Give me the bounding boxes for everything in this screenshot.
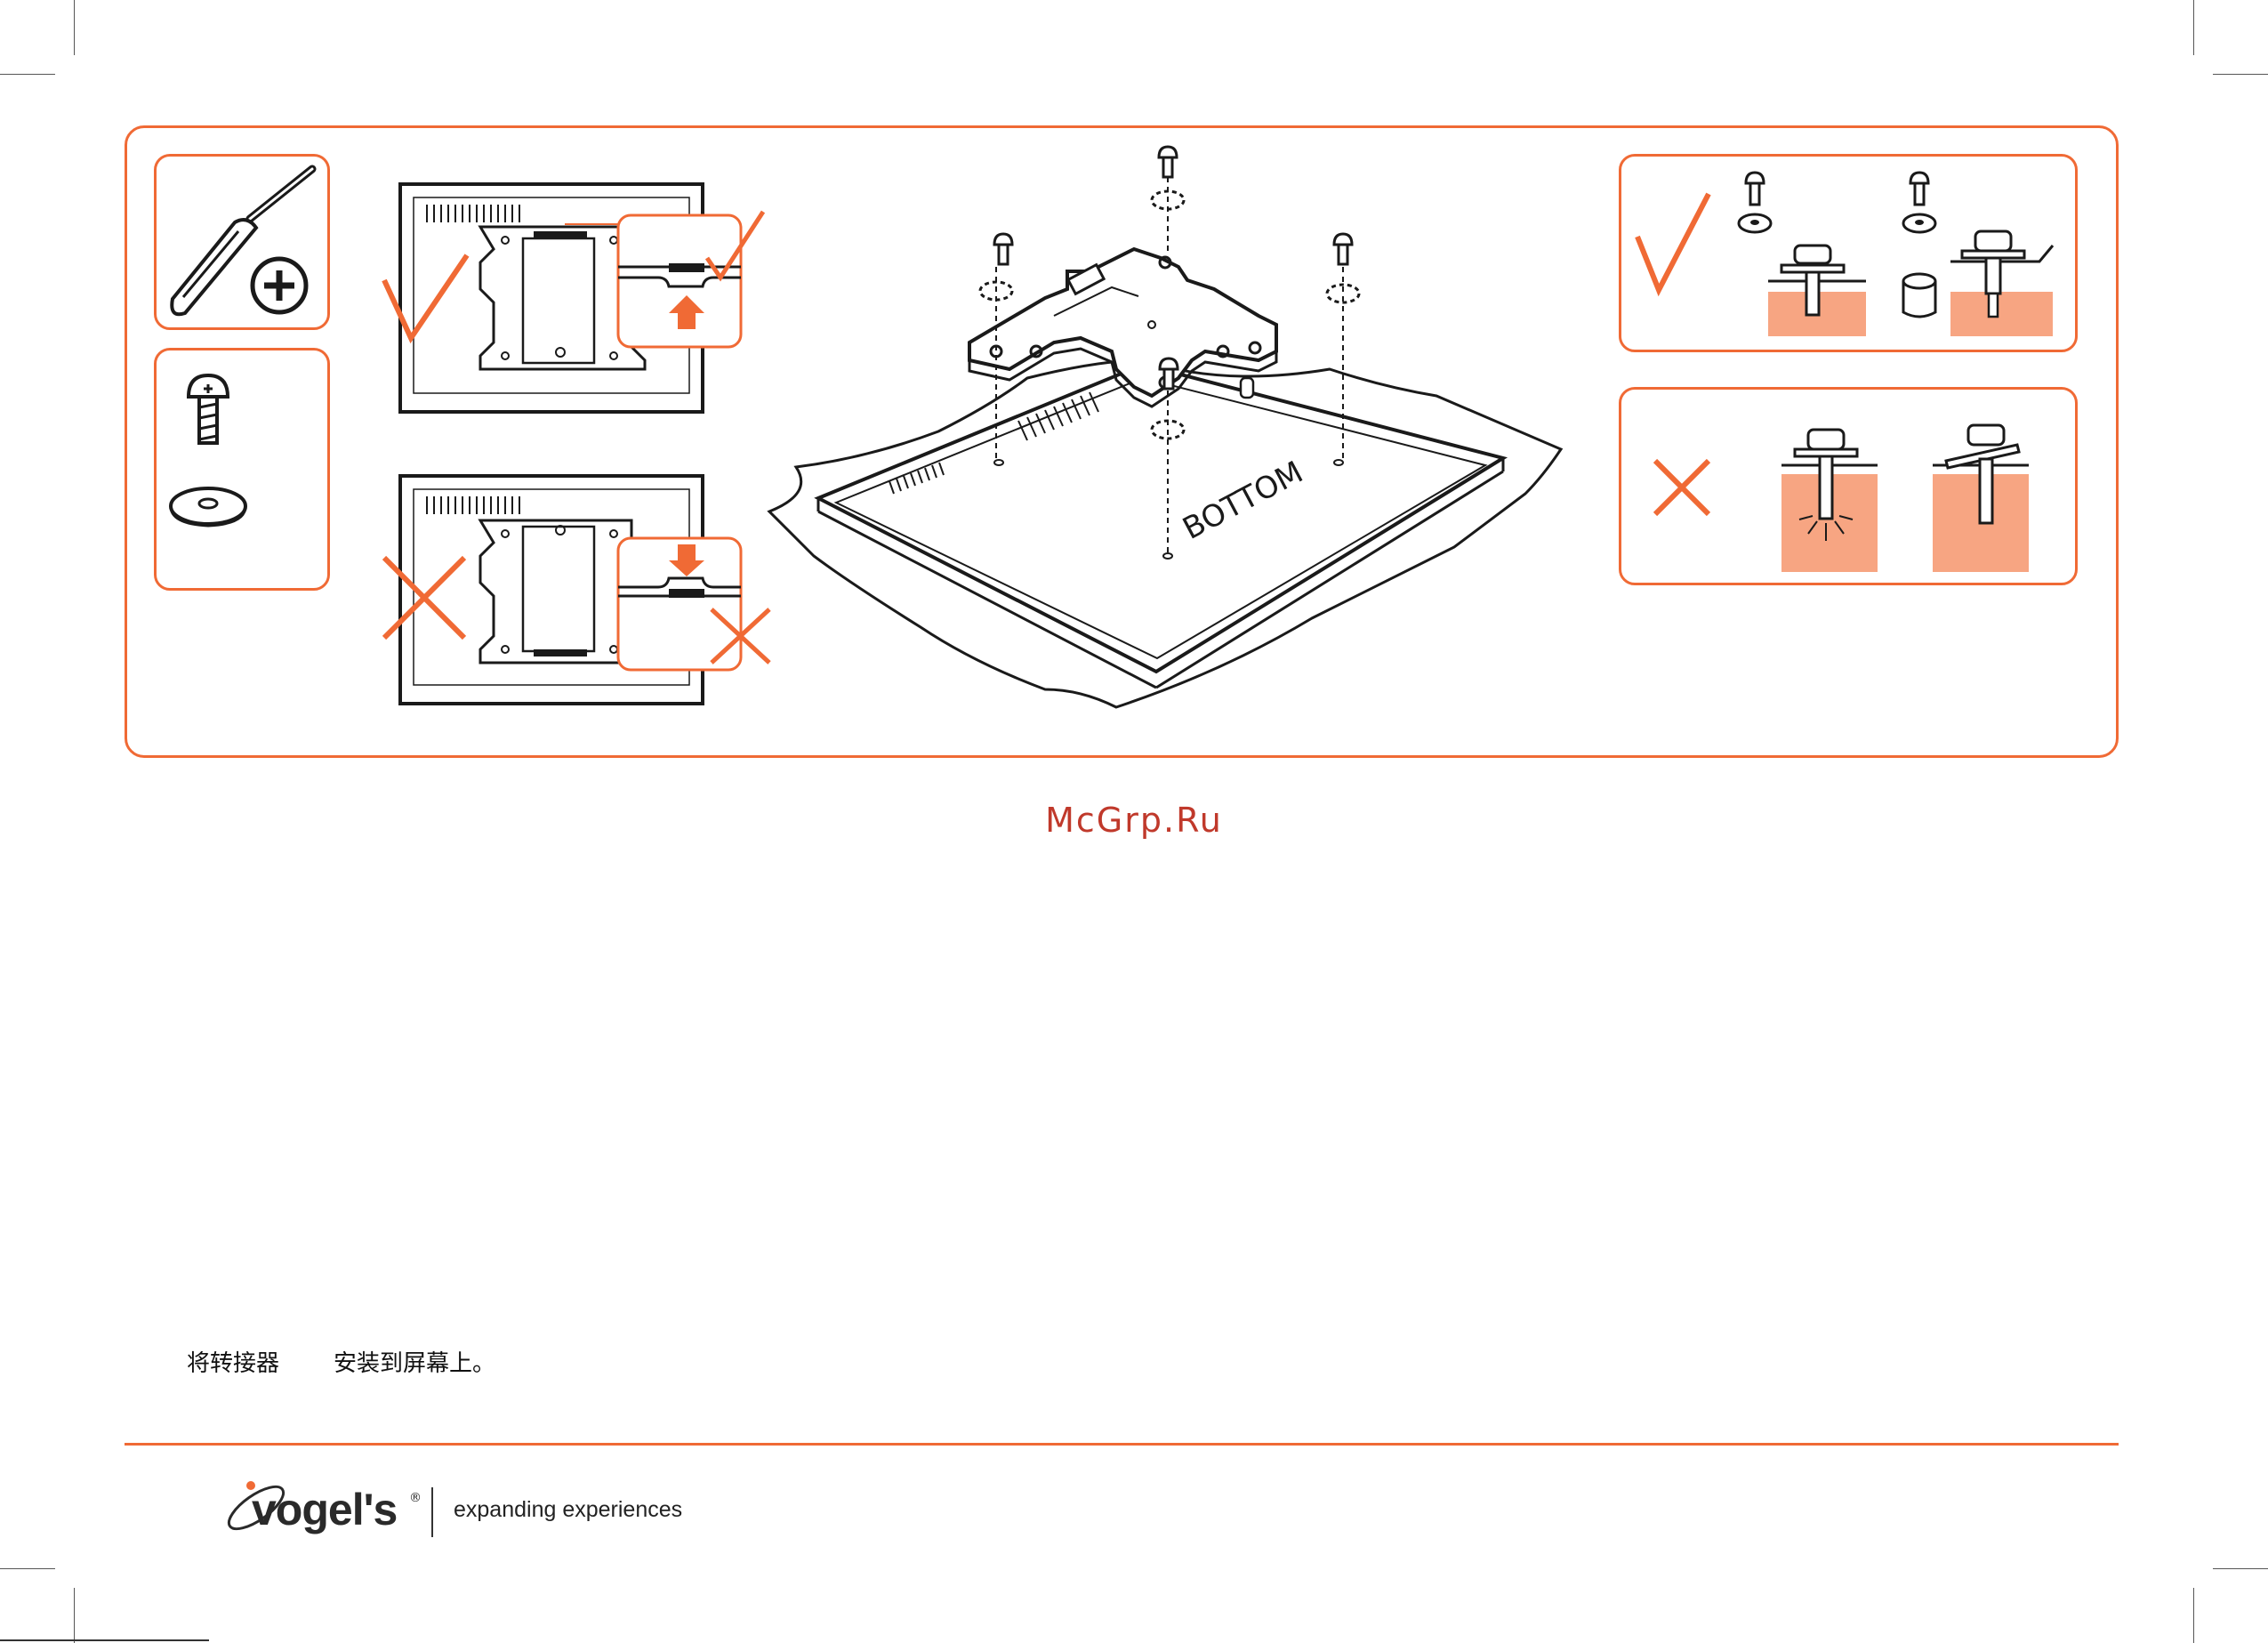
crop-mark-bl-v [74,1588,75,1643]
crop-mark-br-v [2193,1588,2194,1643]
parts-box [154,348,330,591]
screen-assembly-illustration: BOTTOM [760,138,1579,716]
cross-icon [382,556,471,645]
correct-fastening-box [1619,154,2078,352]
brand-tagline: expanding experiences [454,1497,682,1523]
brand-logo: vogel's [252,1484,397,1535]
check-icon [382,254,471,360]
footer-rule [125,1443,2119,1446]
watermark: McGrp.Ru [0,801,2268,840]
caption-part-1: 将转接器 [187,1345,279,1378]
cross-icon [1621,390,2080,588]
check-icon [1621,157,2080,355]
crop-mark-tr-v [2193,0,2194,55]
registered-mark: ® [409,1491,422,1505]
crop-mark-bl-h [0,1568,55,1569]
tool-box [154,154,330,330]
incorrect-fastening-box [1619,387,2078,585]
crop-mark-tl-h [0,74,55,75]
crop-mark-tl-v [74,0,75,55]
footer-divider [431,1487,433,1537]
washer-icon [157,350,333,593]
crop-mark-tr-h [2213,74,2268,75]
caption-part-2: 安装到屏幕上。 [334,1345,495,1378]
bottom-edge-line [0,1639,209,1641]
phillips-head-icon [157,157,333,333]
crop-mark-br-h [2213,1568,2268,1569]
